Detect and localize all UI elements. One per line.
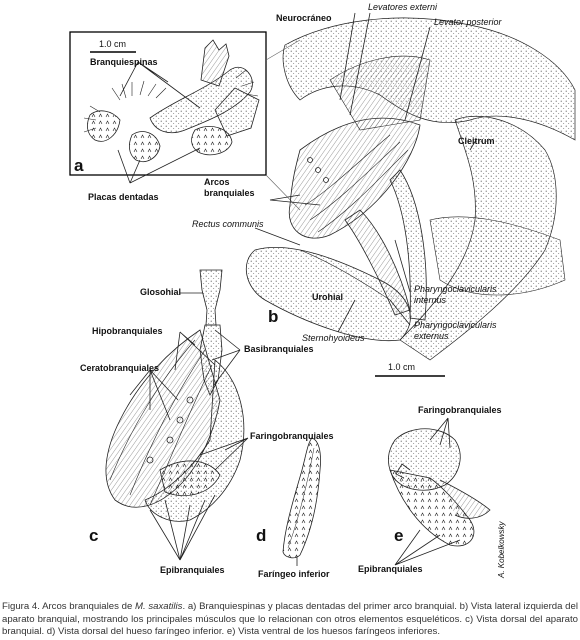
- glossohyal: [199, 269, 223, 326]
- label-epibranquiales-c: Epibranquiales: [160, 565, 225, 575]
- panel-label-e: e: [394, 526, 404, 545]
- urohyal: [246, 246, 411, 342]
- caption-species: M. saxatilis: [134, 601, 183, 612]
- label-epibranquiales-e: Epibranquiales: [358, 564, 423, 574]
- label-pharyngoclav-internus-2: internus: [414, 295, 447, 305]
- label-faringeo-inferior: Faríngeo inferior: [258, 569, 330, 579]
- scale-bar-b-label: 1.0 cm: [388, 362, 416, 372]
- label-sternohyoideus: Sternohyoideus: [302, 333, 365, 343]
- credit-label: A. Kobelkowsky: [497, 521, 506, 578]
- panel-e-drawing: [388, 417, 491, 566]
- label-branquiespinas: Branquiespinas: [90, 57, 158, 67]
- scale-bar-a-label: 1.0 cm: [99, 39, 127, 49]
- gill-raker-bone: [149, 67, 253, 134]
- panel-label-d: d: [256, 526, 267, 545]
- label-cleitrum: Cleitrum: [458, 136, 495, 146]
- tooth-plate-3: [191, 126, 233, 156]
- panel-a-drawing: [69, 31, 301, 211]
- label-urohial: Urohial: [312, 292, 344, 302]
- panel-label-a: a: [74, 156, 84, 175]
- figure-illustration: [69, 12, 576, 566]
- tooth-plate-2: [128, 131, 161, 163]
- label-levator-posterior: Levator posterior: [434, 17, 502, 27]
- label-arcos-2: branquiales: [204, 188, 255, 198]
- label-ceratobranquiales: Ceratobranquiales: [80, 363, 160, 373]
- caption-text: . a) Branquiespinas y placas dentadas de…: [2, 601, 578, 637]
- label-faringobranquiales-e: Faringobranquiales: [418, 405, 502, 415]
- panel-label-b: b: [268, 307, 279, 326]
- label-pharyngoclav-internus-1: Pharyngoclavicularis: [414, 284, 497, 294]
- panel-b-drawing: [246, 12, 576, 377]
- lower-pharyngeal-bone: [282, 437, 321, 559]
- tooth-plate-1: [87, 110, 121, 142]
- label-levatores-externi: Levatores externi: [368, 2, 438, 12]
- label-pharyngoclav-externus-2: externus: [414, 331, 449, 341]
- label-neurocraneo: Neurocráneo: [276, 13, 332, 23]
- label-hipobranquiales: Hipobranquiales: [92, 326, 163, 336]
- panel-a-frame: [69, 31, 267, 176]
- panel-c-drawing: [105, 269, 249, 561]
- label-arcos-1: Arcos: [204, 177, 230, 187]
- label-faringobranquiales-c: Faringobranquiales: [250, 431, 334, 441]
- label-pharyngoclav-externus-1: Pharyngoclavicularis: [414, 320, 497, 330]
- label-basibranquiales: Basibranquiales: [244, 344, 314, 354]
- panel-d-drawing: [282, 437, 321, 566]
- figure-caption: Figura 4. Arcos branquiales de M. saxati…: [2, 601, 578, 639]
- panel-label-c: c: [89, 526, 99, 545]
- neurocranium: [282, 17, 576, 141]
- label-rectus-communis: Rectus communis: [192, 219, 264, 229]
- label-glosohial: Glosohial: [140, 287, 182, 297]
- label-placas-dentadas: Placas dentadas: [88, 192, 159, 202]
- caption-prefix: Figura 4. Arcos branquiales de: [2, 601, 135, 612]
